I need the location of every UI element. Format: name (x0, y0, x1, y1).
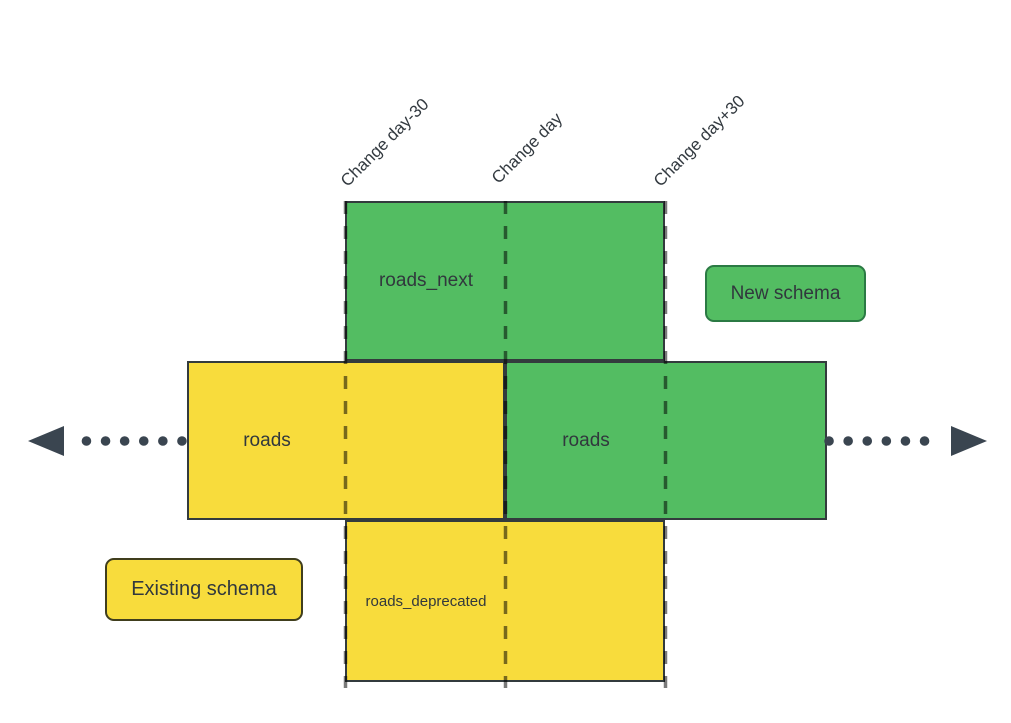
timeline-label-change-day-minus-30: Change day-30 (336, 94, 433, 191)
box-roads-existing-label: roads (243, 429, 291, 451)
box-roads-deprecated: roads_deprecated (345, 520, 665, 682)
box-roads-existing: roads (187, 361, 505, 520)
box-roads-new-label: roads (562, 429, 610, 451)
legend-existing-schema: Existing schema (105, 558, 303, 621)
legend-existing-schema-label: Existing schema (131, 578, 277, 600)
timeline-arrow-right-head-icon (951, 426, 987, 456)
box-roads-new: roads (505, 361, 827, 520)
box-roads-next-label: roads_next (378, 270, 473, 291)
legend-new-schema: New schema (705, 265, 866, 322)
timeline-label-change-day: Change day (487, 109, 567, 188)
timeline-label-change-day-plus-30: Change day+30 (649, 91, 749, 191)
timeline-arrow-left (28, 426, 187, 456)
box-roads-next: roads_next (345, 201, 665, 361)
legend-new-schema-label: New schema (730, 282, 841, 304)
timeline-arrow-right (824, 426, 987, 456)
box-roads-deprecated-label: roads_deprecated (365, 592, 487, 610)
timeline-arrow-left-head-icon (28, 426, 64, 456)
